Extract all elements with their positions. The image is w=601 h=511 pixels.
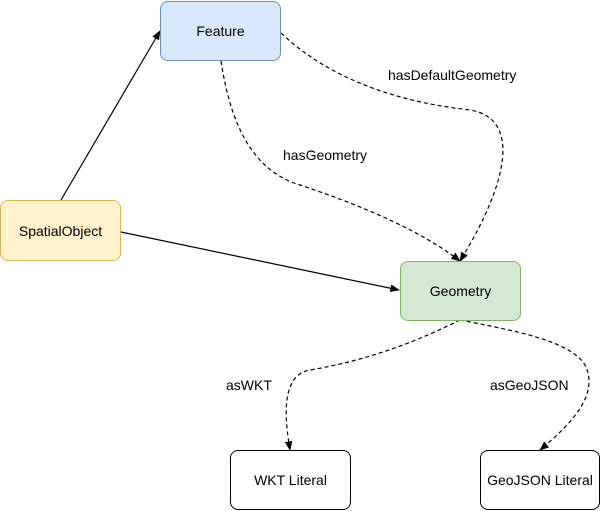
- as-wkt-label: asWKT: [226, 377, 272, 393]
- has-default-geometry-label: hasDefaultGeometry: [388, 67, 517, 83]
- edge-as-wkt: [284, 319, 461, 451]
- edge-has-geometry: [220, 60, 461, 262]
- geometry-node-label: Geometry: [429, 283, 492, 299]
- geojson-literal-node[interactable]: GeoJSON Literal: [480, 450, 600, 510]
- edge-has-default-geometry: [280, 32, 504, 262]
- wkt-literal-node[interactable]: WKT Literal: [230, 450, 351, 510]
- spatial-object-node[interactable]: SpatialObject: [0, 200, 121, 261]
- as-geojson-label: asGeoJSON: [490, 377, 569, 393]
- spatial-object-node-label: SpatialObject: [18, 222, 103, 239]
- wkt-literal-node-label: WKT Literal: [254, 472, 327, 488]
- edge-as-geojson: [459, 319, 590, 451]
- geometry-node[interactable]: Geometry: [400, 261, 521, 321]
- geojson-literal-node-label: GeoJSON Literal: [487, 472, 593, 488]
- feature-node-label: Feature: [196, 23, 245, 39]
- edge-spatial-to-geometry: [120, 231, 400, 292]
- has-geometry-label: hasGeometry: [283, 147, 368, 163]
- edge-spatial-to-feature: [60, 30, 161, 201]
- feature-node[interactable]: Feature: [160, 1, 281, 61]
